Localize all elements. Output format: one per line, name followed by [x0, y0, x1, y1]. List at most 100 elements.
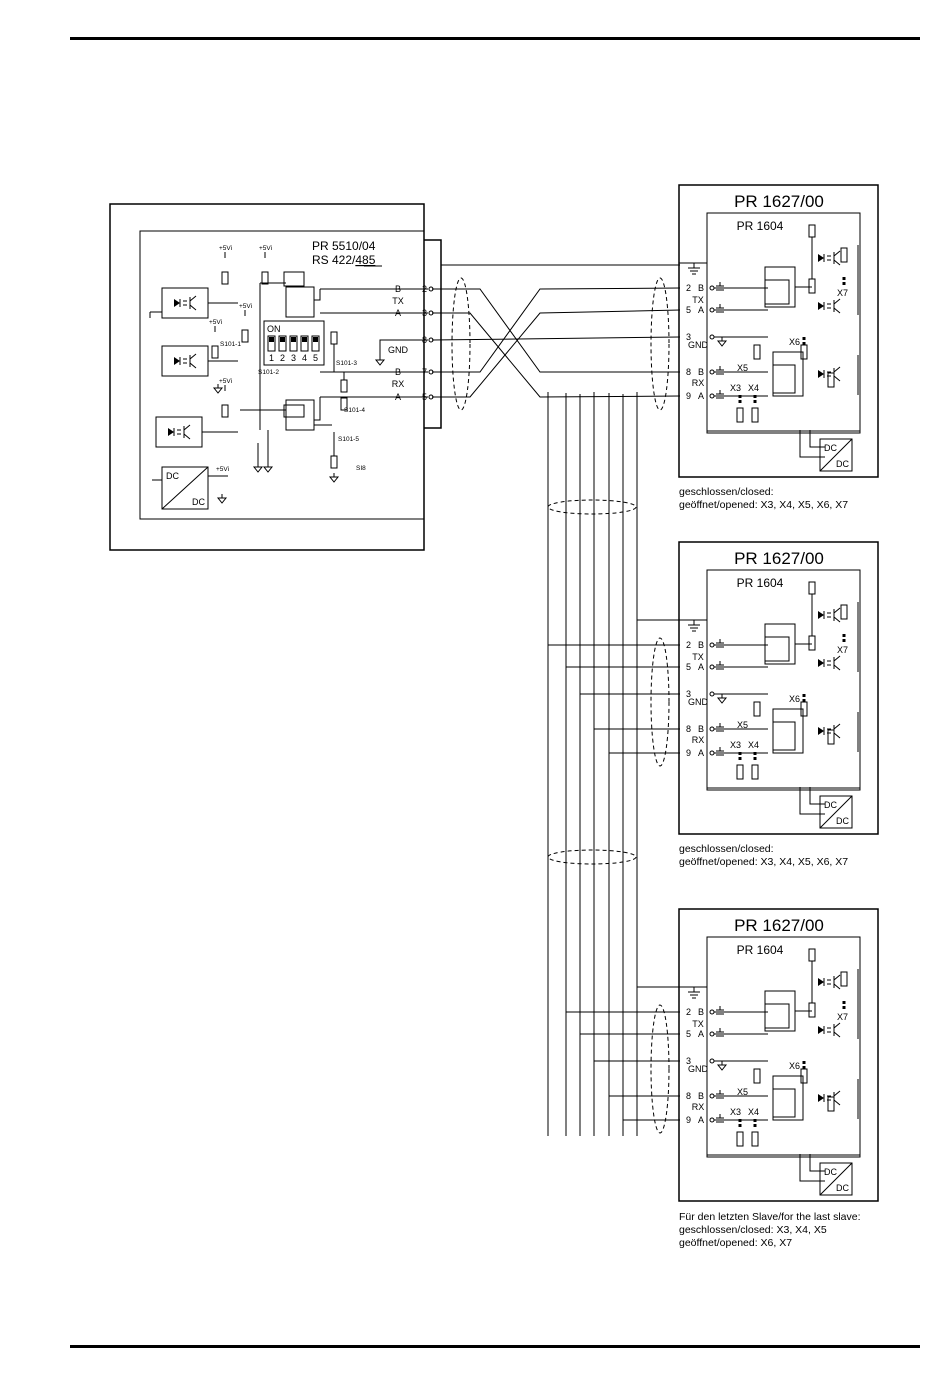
dcdc-converter [819, 438, 853, 472]
transistor-icon [183, 433, 191, 440]
jumper-pin [802, 337, 806, 340]
slave-subtitle: PR 1604 [737, 943, 784, 957]
slave-pin-label: B [698, 283, 704, 293]
ground-icon [212, 387, 224, 394]
note-line: geschlossen/closed: [679, 843, 774, 855]
dcdc-converter [819, 795, 853, 829]
cable-shield-icon [650, 1004, 670, 1134]
jumper-pin [753, 757, 757, 760]
slave-2-note: geschlossen/closed: geöffnet/opened: X3,… [679, 843, 848, 869]
resistor-symbol [736, 764, 744, 780]
master-subtitle-underlined: 485 [355, 253, 375, 267]
slave-pin-number: 9 [686, 748, 691, 758]
note-line: geöffnet/opened: X3, X4, X5, X6, X7 [679, 856, 849, 868]
dcdc-diagonal [819, 1162, 853, 1196]
transceiver-ic [772, 364, 796, 394]
slave-pin-label: RX [692, 735, 705, 745]
slave-title: PR 1627/00 [734, 916, 824, 935]
jumper-pin [842, 282, 846, 285]
note-line: geschlossen/closed: [679, 486, 774, 498]
diode-icon [168, 428, 174, 436]
dcdc-label-top: DC [824, 800, 837, 810]
dip-knob [302, 337, 307, 342]
terminal-icon [709, 393, 715, 399]
ground-icon [716, 340, 728, 347]
resistor-symbol [241, 329, 249, 343]
dcdc-diagonal [819, 795, 853, 829]
slave-pin-label: A [698, 662, 704, 672]
jumper-label: X7 [837, 288, 848, 298]
transistor-icon [189, 304, 197, 311]
transistor-icon [833, 1099, 841, 1106]
resistor-symbol [211, 345, 219, 359]
slave-subtitle: PR 1604 [737, 219, 784, 233]
jumper-pin [753, 395, 757, 398]
transceiver-ic [764, 636, 790, 662]
resistor-symbol [827, 372, 835, 388]
optocoupler-box [155, 416, 203, 448]
jumper-pin [753, 1124, 757, 1127]
jumper-pin [802, 699, 806, 702]
slave-pin-label: A [698, 305, 704, 315]
diode-icon [818, 302, 824, 310]
terminal-icon [709, 1117, 715, 1123]
dip-slider [278, 335, 287, 352]
diode-icon [818, 254, 824, 262]
slave-pin-number: 9 [686, 1115, 691, 1125]
jumper-label: X6 [789, 337, 800, 347]
dip-number: 3 [291, 353, 296, 363]
slave-1-note: geschlossen/closed: geöffnet/opened: X3,… [679, 486, 848, 512]
transceiver-ic [764, 279, 790, 305]
ground-icon [328, 476, 340, 483]
switch-label: S101-2 [258, 369, 279, 376]
resistor-symbol [808, 1002, 816, 1018]
switch-label: S101-3 [336, 360, 357, 367]
master-outer-frame [109, 203, 425, 551]
note-line: geöffnet/opened: X3, X4, X5, X6, X7 [679, 499, 849, 511]
master-board-frame [139, 230, 425, 520]
jumper-pin [738, 752, 742, 755]
terminal-icon [709, 664, 715, 670]
note-line: Für den letzten Slave/for the last slave… [679, 1211, 861, 1223]
dcdc-diagonal [161, 466, 209, 510]
resistor-symbol [221, 404, 229, 418]
dcdc-label-bottom: DC [836, 816, 849, 826]
resistor-symbol [340, 397, 348, 411]
slave-pin-label: GND [688, 697, 709, 707]
transistor-icon [189, 362, 197, 369]
dip-slider [300, 335, 309, 352]
dip-knob [291, 337, 296, 342]
slave-pin-label: B [698, 640, 704, 650]
jumper-pin [753, 1119, 757, 1122]
jumper-pin [753, 752, 757, 755]
transistor-icon [833, 259, 841, 266]
jumper-pin [842, 634, 846, 637]
supply-label: +5Vi [219, 245, 232, 252]
transistor-icon [833, 298, 841, 305]
wire [799, 1154, 825, 1182]
gnd-line [379, 339, 428, 356]
transceiver-ic [764, 623, 796, 665]
cable-shield-icon [547, 499, 637, 515]
resistor-symbol [330, 331, 338, 345]
supply-label: +5Vi [209, 319, 222, 326]
supply-label: +5Vi [259, 245, 272, 252]
terminal-icon [709, 1031, 715, 1037]
diode-icon [818, 659, 824, 667]
slave-pin-label: B [698, 1091, 704, 1101]
master-connector-strip [424, 239, 442, 429]
slave-pin-number: 3 [686, 332, 691, 342]
resistor-symbol [736, 407, 744, 423]
slave-title: PR 1627/00 [734, 192, 824, 211]
cable-shield-icon [650, 277, 670, 411]
cable-shield-icon [547, 849, 637, 865]
jumper-pin [802, 694, 806, 697]
terminal-icon [709, 1009, 715, 1015]
master-pin-label: GND [388, 345, 409, 355]
slave-outer-frame [678, 184, 879, 478]
transceiver-ic [283, 271, 305, 287]
transceiver-ic [772, 721, 796, 751]
